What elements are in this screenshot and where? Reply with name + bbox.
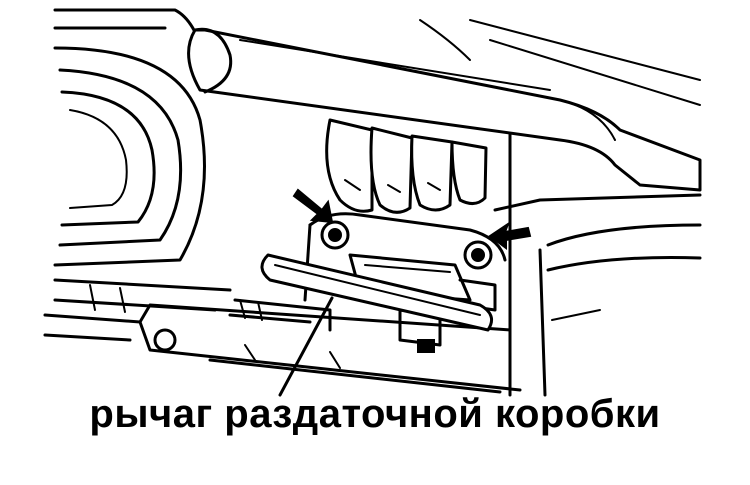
hand-fingers [325,118,488,214]
right-panel [469,19,702,397]
floor-panel [43,303,522,394]
arrow-left-icon [292,188,334,224]
callout-leader [278,296,334,397]
handbrake-handle [187,19,702,192]
left-console [53,8,232,313]
arrow-right-icon [488,221,532,250]
transfer-case-lever-rod [228,253,494,332]
figure-caption: рычаг раздаточной коробки [89,392,661,436]
